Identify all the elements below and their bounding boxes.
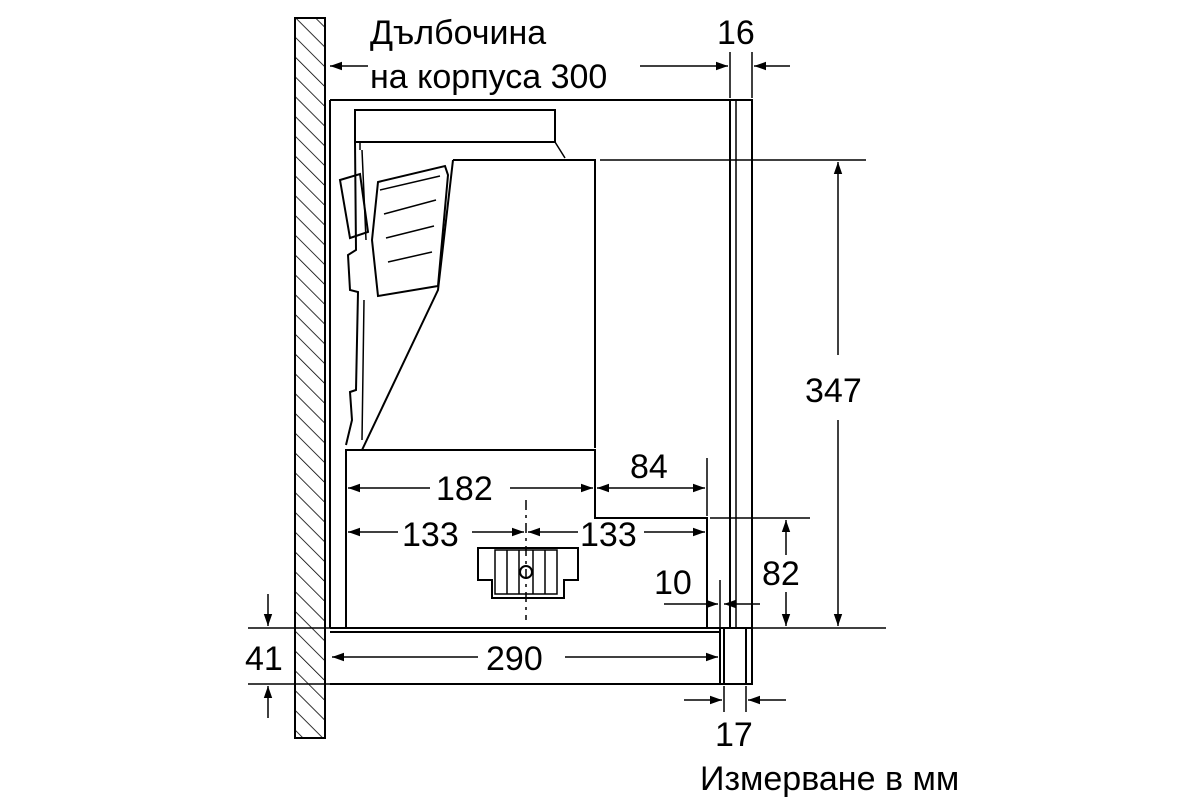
right-133-label: 133 (580, 516, 637, 554)
dimension-133-pair: 133 133 (348, 516, 705, 554)
height-82-label: 82 (762, 555, 800, 593)
dimension-panel-16: 16 (717, 14, 790, 98)
width-290-label: 290 (486, 640, 543, 678)
width-182-label: 182 (436, 470, 493, 508)
dimension-front-17: 17 (684, 686, 786, 754)
hood-body (330, 109, 753, 685)
fan-connector-icon (477, 500, 579, 620)
left-133-label: 133 (402, 516, 459, 554)
dimension-width-182: 182 (348, 470, 593, 508)
height-347-label: 347 (805, 372, 862, 410)
dimension-width-290: 290 (332, 640, 718, 678)
dimension-height-347: 347 (600, 159, 886, 629)
left-41-label: 41 (245, 640, 283, 678)
dimension-depth-300: Дълбочина на корпуса 300 (330, 14, 728, 96)
front-17-label: 17 (715, 716, 753, 754)
width-84-label: 84 (630, 448, 668, 486)
dimension-offset-10: 10 (654, 564, 760, 628)
depth-label-line2: на корпуса 300 (370, 58, 607, 96)
wall (294, 17, 326, 739)
units-note: Измерване в мм (700, 760, 959, 798)
offset-10-label: 10 (654, 564, 692, 602)
depth-label-line1: Дълбочина (370, 14, 546, 52)
panel-thickness-label: 16 (717, 14, 755, 52)
dimension-height-41: 41 (245, 594, 330, 718)
dimension-height-82: 82 (710, 517, 810, 626)
dimension-width-84: 84 (597, 448, 708, 516)
